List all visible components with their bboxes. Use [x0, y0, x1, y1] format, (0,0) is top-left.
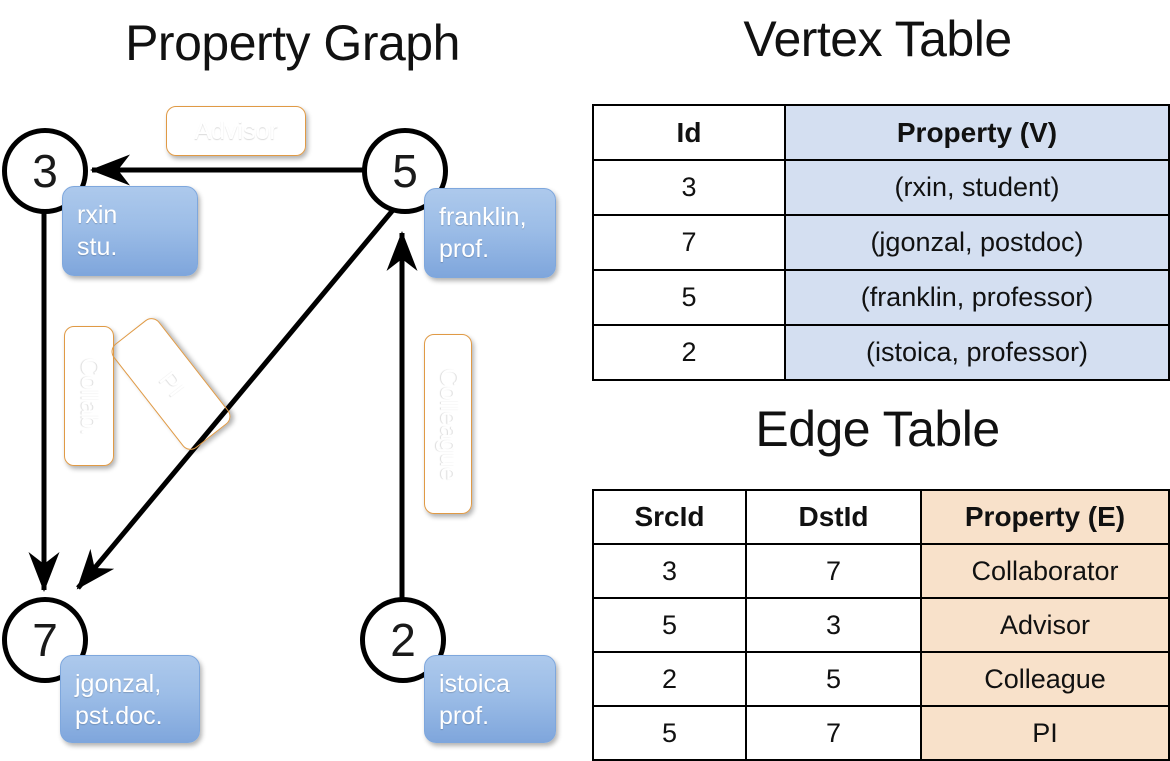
edge-table-header-srcid: SrcId	[592, 489, 747, 545]
vertex-cell-id: 2	[592, 324, 786, 381]
table-row: 2 (istoica, professor)	[592, 324, 1170, 381]
node-5-property-line2: prof.	[439, 235, 490, 263]
table-row: 3 (rxin, student)	[592, 159, 1170, 216]
edge-cell-property: Collaborator	[920, 543, 1170, 599]
edge-table-header-dstid: DstId	[745, 489, 922, 545]
graph-edges-svg	[28, 154, 418, 598]
property-graph-diagram: 3 5 7 2 rxin stu. franklin, prof. jgonza…	[0, 0, 585, 760]
node-7-property-line1: jgonzal,	[75, 670, 162, 698]
edge-table-header-property: Property (E)	[920, 489, 1170, 545]
edge-label-colleague-text: Colleague	[434, 367, 463, 481]
node-7-property-box: jgonzal, pst.doc.	[60, 655, 200, 743]
edge-cell-dstid: 5	[745, 651, 922, 707]
vertex-table-header-row: Id Property (V)	[592, 104, 1170, 161]
node-3-property-line2: stu.	[77, 233, 118, 261]
edge-cell-property: PI	[920, 705, 1170, 761]
vertex-cell-property: (rxin, student)	[784, 159, 1170, 216]
table-row: 2 5 Colleague	[592, 651, 1170, 707]
edge-table-header-row: SrcId DstId Property (E)	[592, 489, 1170, 545]
vertex-cell-property: (jgonzal, postdoc)	[784, 214, 1170, 271]
node-5-property-box: franklin, prof.	[424, 188, 556, 278]
edge-cell-dstid: 7	[745, 543, 922, 599]
edge-cell-property: Colleague	[920, 651, 1170, 707]
edge-table: SrcId DstId Property (E) 3 7 Collaborato…	[592, 489, 1170, 761]
edge-label-advisor: Advisor	[166, 106, 306, 156]
graph-node-2-label: 2	[390, 614, 416, 666]
graph-node-5[interactable]: 5	[362, 128, 448, 214]
graph-node-7-label: 7	[32, 614, 58, 666]
vertex-cell-property: (franklin, professor)	[784, 269, 1170, 326]
page-title-property-graph: Property Graph	[125, 15, 460, 71]
edge-label-collab: Collab.	[64, 326, 114, 466]
page-title-edge-table: Edge Table	[755, 401, 1000, 457]
graph-node-3-label: 3	[32, 145, 58, 197]
table-row: 3 7 Collaborator	[592, 543, 1170, 599]
table-row: 5 (franklin, professor)	[592, 269, 1170, 326]
vertex-cell-property: (istoica, professor)	[784, 324, 1170, 381]
page-title-vertex-table: Vertex Table	[743, 11, 1012, 67]
edge-label-advisor-text: Advisor	[194, 116, 278, 145]
edge-cell-srcid: 5	[592, 597, 747, 653]
node-2-property-line1: istoica	[439, 670, 510, 698]
table-row: 5 7 PI	[592, 705, 1170, 761]
node-7-property-line2: pst.doc.	[75, 702, 163, 730]
edge-cell-srcid: 3	[592, 543, 747, 599]
edge-5-to-7-pi	[76, 202, 400, 590]
vertex-cell-id: 5	[592, 269, 786, 326]
edge-cell-srcid: 2	[592, 651, 747, 707]
edge-label-collab-text: Collab.	[75, 357, 104, 435]
vertex-table-header-id: Id	[592, 104, 786, 161]
edge-cell-dstid: 3	[745, 597, 922, 653]
node-3-property-line1: rxin	[77, 201, 118, 229]
edge-cell-property: Advisor	[920, 597, 1170, 653]
node-2-property-box: istoica prof.	[424, 655, 556, 743]
vertex-table-header-property: Property (V)	[784, 104, 1170, 161]
graph-node-2[interactable]: 2	[360, 597, 446, 683]
table-row: 7 (jgonzal, postdoc)	[592, 214, 1170, 271]
node-5-property-line1: franklin,	[439, 203, 527, 231]
edge-label-pi-text: PI	[153, 365, 190, 402]
node-2-property-line2: prof.	[439, 702, 490, 730]
edge-label-colleague: Colleague	[424, 334, 472, 514]
edge-cell-srcid: 5	[592, 705, 747, 761]
vertex-cell-id: 7	[592, 214, 786, 271]
table-row: 5 3 Advisor	[592, 597, 1170, 653]
vertex-table: Id Property (V) 3 (rxin, student) 7 (jgo…	[592, 104, 1170, 381]
node-3-property-box: rxin stu.	[62, 186, 198, 276]
vertex-cell-id: 3	[592, 159, 786, 216]
graph-node-5-label: 5	[392, 145, 418, 197]
edge-cell-dstid: 7	[745, 705, 922, 761]
